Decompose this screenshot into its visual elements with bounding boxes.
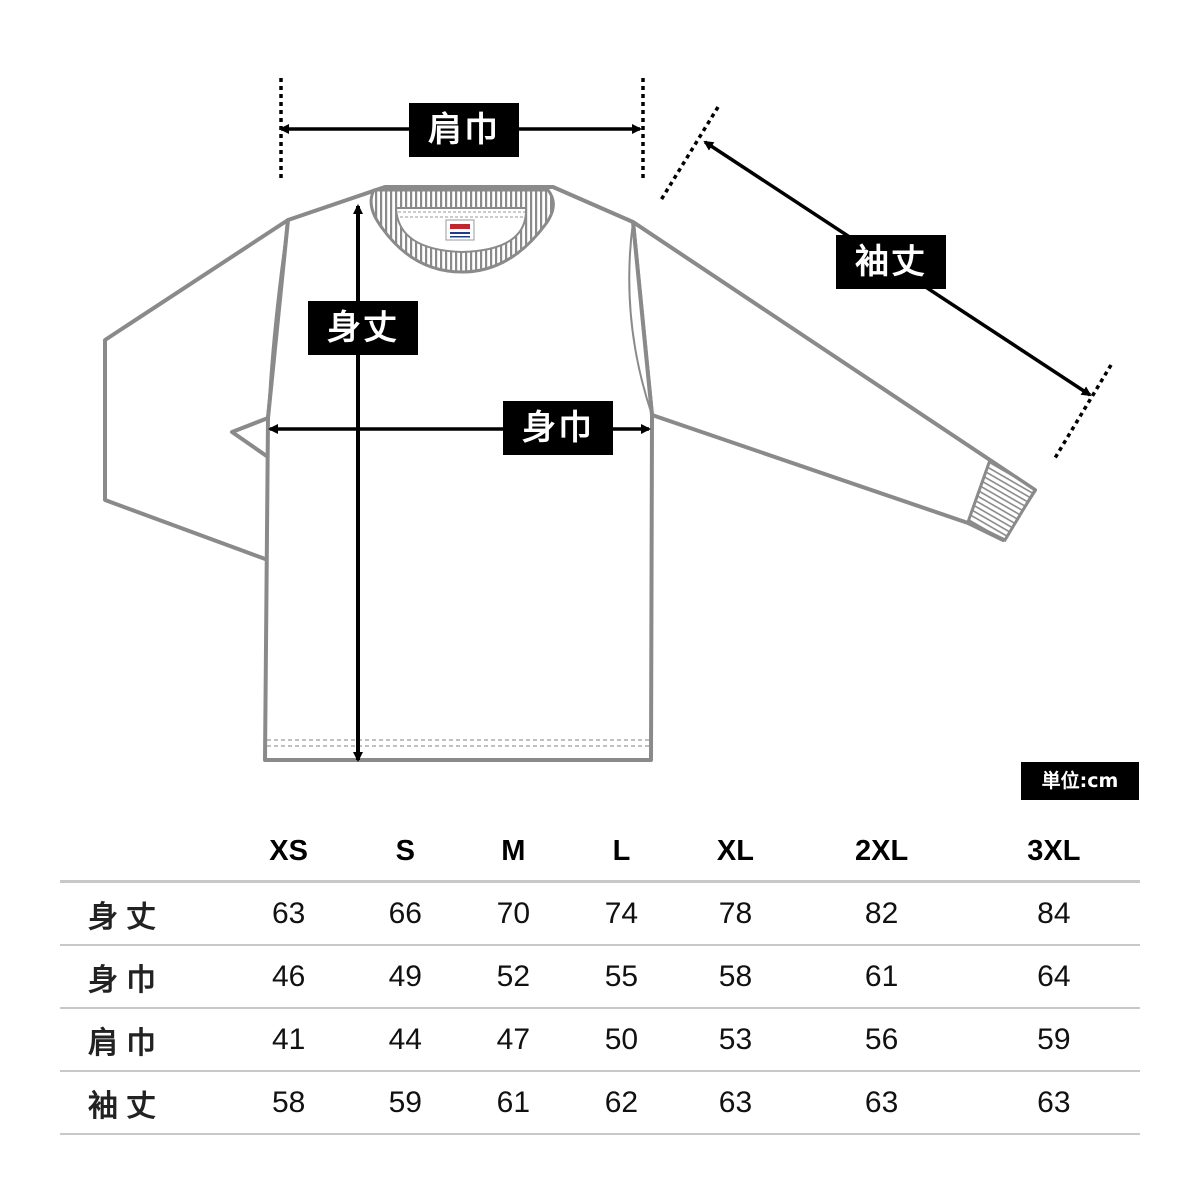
table-cell: 55 bbox=[567, 945, 676, 1009]
table-cell: 63 bbox=[675, 1071, 796, 1135]
table-cell: 59 bbox=[967, 1008, 1140, 1072]
size-header: 2XL bbox=[795, 822, 968, 883]
size-header: M bbox=[459, 822, 568, 883]
table-cell: 64 bbox=[967, 945, 1140, 1009]
table-cell: 63 bbox=[795, 1071, 968, 1135]
size-table: XS S M L XL 2XL 3XL 身丈 63 66 70 74 78 82… bbox=[60, 822, 1140, 1135]
table-row: 肩巾 41 44 47 50 53 56 59 bbox=[60, 1008, 1140, 1072]
row-label: 袖丈 bbox=[60, 1071, 226, 1135]
body-length-label: 身丈 bbox=[308, 301, 418, 355]
table-cell: 74 bbox=[567, 881, 676, 946]
table-cell: 61 bbox=[459, 1071, 568, 1135]
sleeve-length-label: 袖丈 bbox=[836, 235, 946, 289]
row-label: 肩巾 bbox=[60, 1008, 226, 1072]
table-cell: 82 bbox=[795, 881, 968, 946]
shoulder-width-label: 肩巾 bbox=[409, 103, 519, 157]
table-cell: 63 bbox=[226, 881, 352, 946]
row-label: 身巾 bbox=[60, 945, 226, 1009]
table-cell: 49 bbox=[351, 945, 460, 1009]
table-cell: 46 bbox=[226, 945, 352, 1009]
tshirt-outline-icon bbox=[103, 78, 1113, 762]
table-cell: 53 bbox=[675, 1008, 796, 1072]
size-header: S bbox=[351, 822, 460, 883]
corner-cell bbox=[60, 822, 226, 883]
table-row: 身巾 46 49 52 55 58 61 64 bbox=[60, 945, 1140, 1009]
size-header: XS bbox=[226, 822, 352, 883]
table-cell: 66 bbox=[351, 881, 460, 946]
body-width-label: 身巾 bbox=[503, 401, 613, 455]
table-cell: 50 bbox=[567, 1008, 676, 1072]
table-cell: 47 bbox=[459, 1008, 568, 1072]
size-header: 3XL bbox=[967, 822, 1140, 883]
table-cell: 70 bbox=[459, 881, 568, 946]
table-cell: 63 bbox=[967, 1071, 1140, 1135]
size-header: L bbox=[567, 822, 676, 883]
size-header-row: XS S M L XL 2XL 3XL bbox=[60, 822, 1140, 883]
table-cell: 52 bbox=[459, 945, 568, 1009]
unit-label: 単位:cm bbox=[1021, 762, 1139, 800]
table-cell: 58 bbox=[226, 1071, 352, 1135]
table-cell: 78 bbox=[675, 881, 796, 946]
size-header: XL bbox=[675, 822, 796, 883]
table-cell: 58 bbox=[675, 945, 796, 1009]
table-cell: 59 bbox=[351, 1071, 460, 1135]
table-cell: 84 bbox=[967, 881, 1140, 946]
table-row: 身丈 63 66 70 74 78 82 84 bbox=[60, 881, 1140, 946]
table-cell: 44 bbox=[351, 1008, 460, 1072]
table-cell: 41 bbox=[226, 1008, 352, 1072]
table-cell: 61 bbox=[795, 945, 968, 1009]
size-diagram: 肩巾 袖丈 身丈 身巾 bbox=[103, 78, 1113, 762]
table-cell: 56 bbox=[795, 1008, 968, 1072]
row-label: 身丈 bbox=[60, 881, 226, 946]
table-row: 袖丈 58 59 61 62 63 63 63 bbox=[60, 1071, 1140, 1135]
table-cell: 62 bbox=[567, 1071, 676, 1135]
